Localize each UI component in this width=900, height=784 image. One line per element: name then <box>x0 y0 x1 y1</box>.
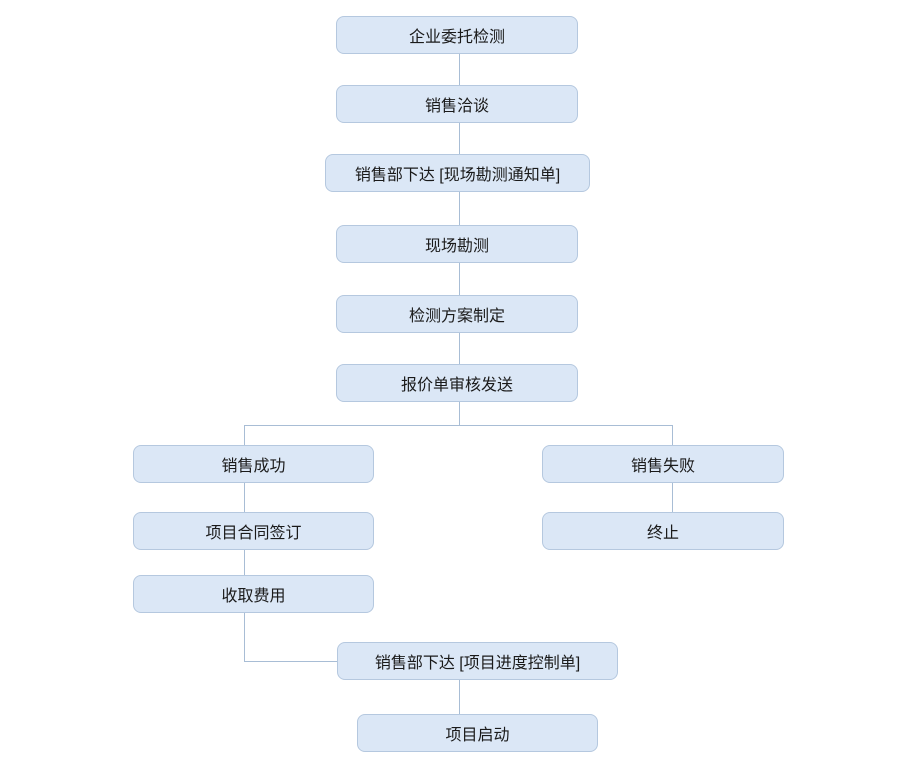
flow-node-collect-fee: 收取费用 <box>133 575 374 613</box>
flow-node-sales-talk: 销售洽谈 <box>336 85 578 123</box>
flow-node-sale-success: 销售成功 <box>133 445 374 483</box>
connector-line <box>459 192 460 225</box>
flow-node-contract-sign: 项目合同签订 <box>133 512 374 550</box>
flow-node-progress-sheet: 销售部下达 [项目进度控制单] <box>337 642 618 680</box>
flow-node-plan-make: 检测方案制定 <box>336 295 578 333</box>
flow-node-survey-notice: 销售部下达 [现场勘测通知单] <box>325 154 590 192</box>
connector-line <box>459 54 460 85</box>
connector-line <box>459 263 460 295</box>
connector-line <box>459 333 460 364</box>
flow-node-quote-send: 报价单审核发送 <box>336 364 578 402</box>
connector-line <box>244 613 245 661</box>
connector-line <box>244 425 672 426</box>
flow-node-project-launch: 项目启动 <box>357 714 598 752</box>
connector-line <box>459 123 460 154</box>
connector-line <box>672 425 673 445</box>
connector-line <box>672 483 673 512</box>
connector-line <box>244 425 245 445</box>
connector-line <box>244 661 337 662</box>
connector-line <box>459 402 460 425</box>
connector-line <box>244 550 245 575</box>
connector-line <box>459 680 460 714</box>
flow-node-site-survey: 现场勘测 <box>336 225 578 263</box>
flow-node-terminate: 终止 <box>542 512 784 550</box>
flow-node-sale-fail: 销售失败 <box>542 445 784 483</box>
flow-node-entrust: 企业委托检测 <box>336 16 578 54</box>
connector-line <box>244 483 245 512</box>
